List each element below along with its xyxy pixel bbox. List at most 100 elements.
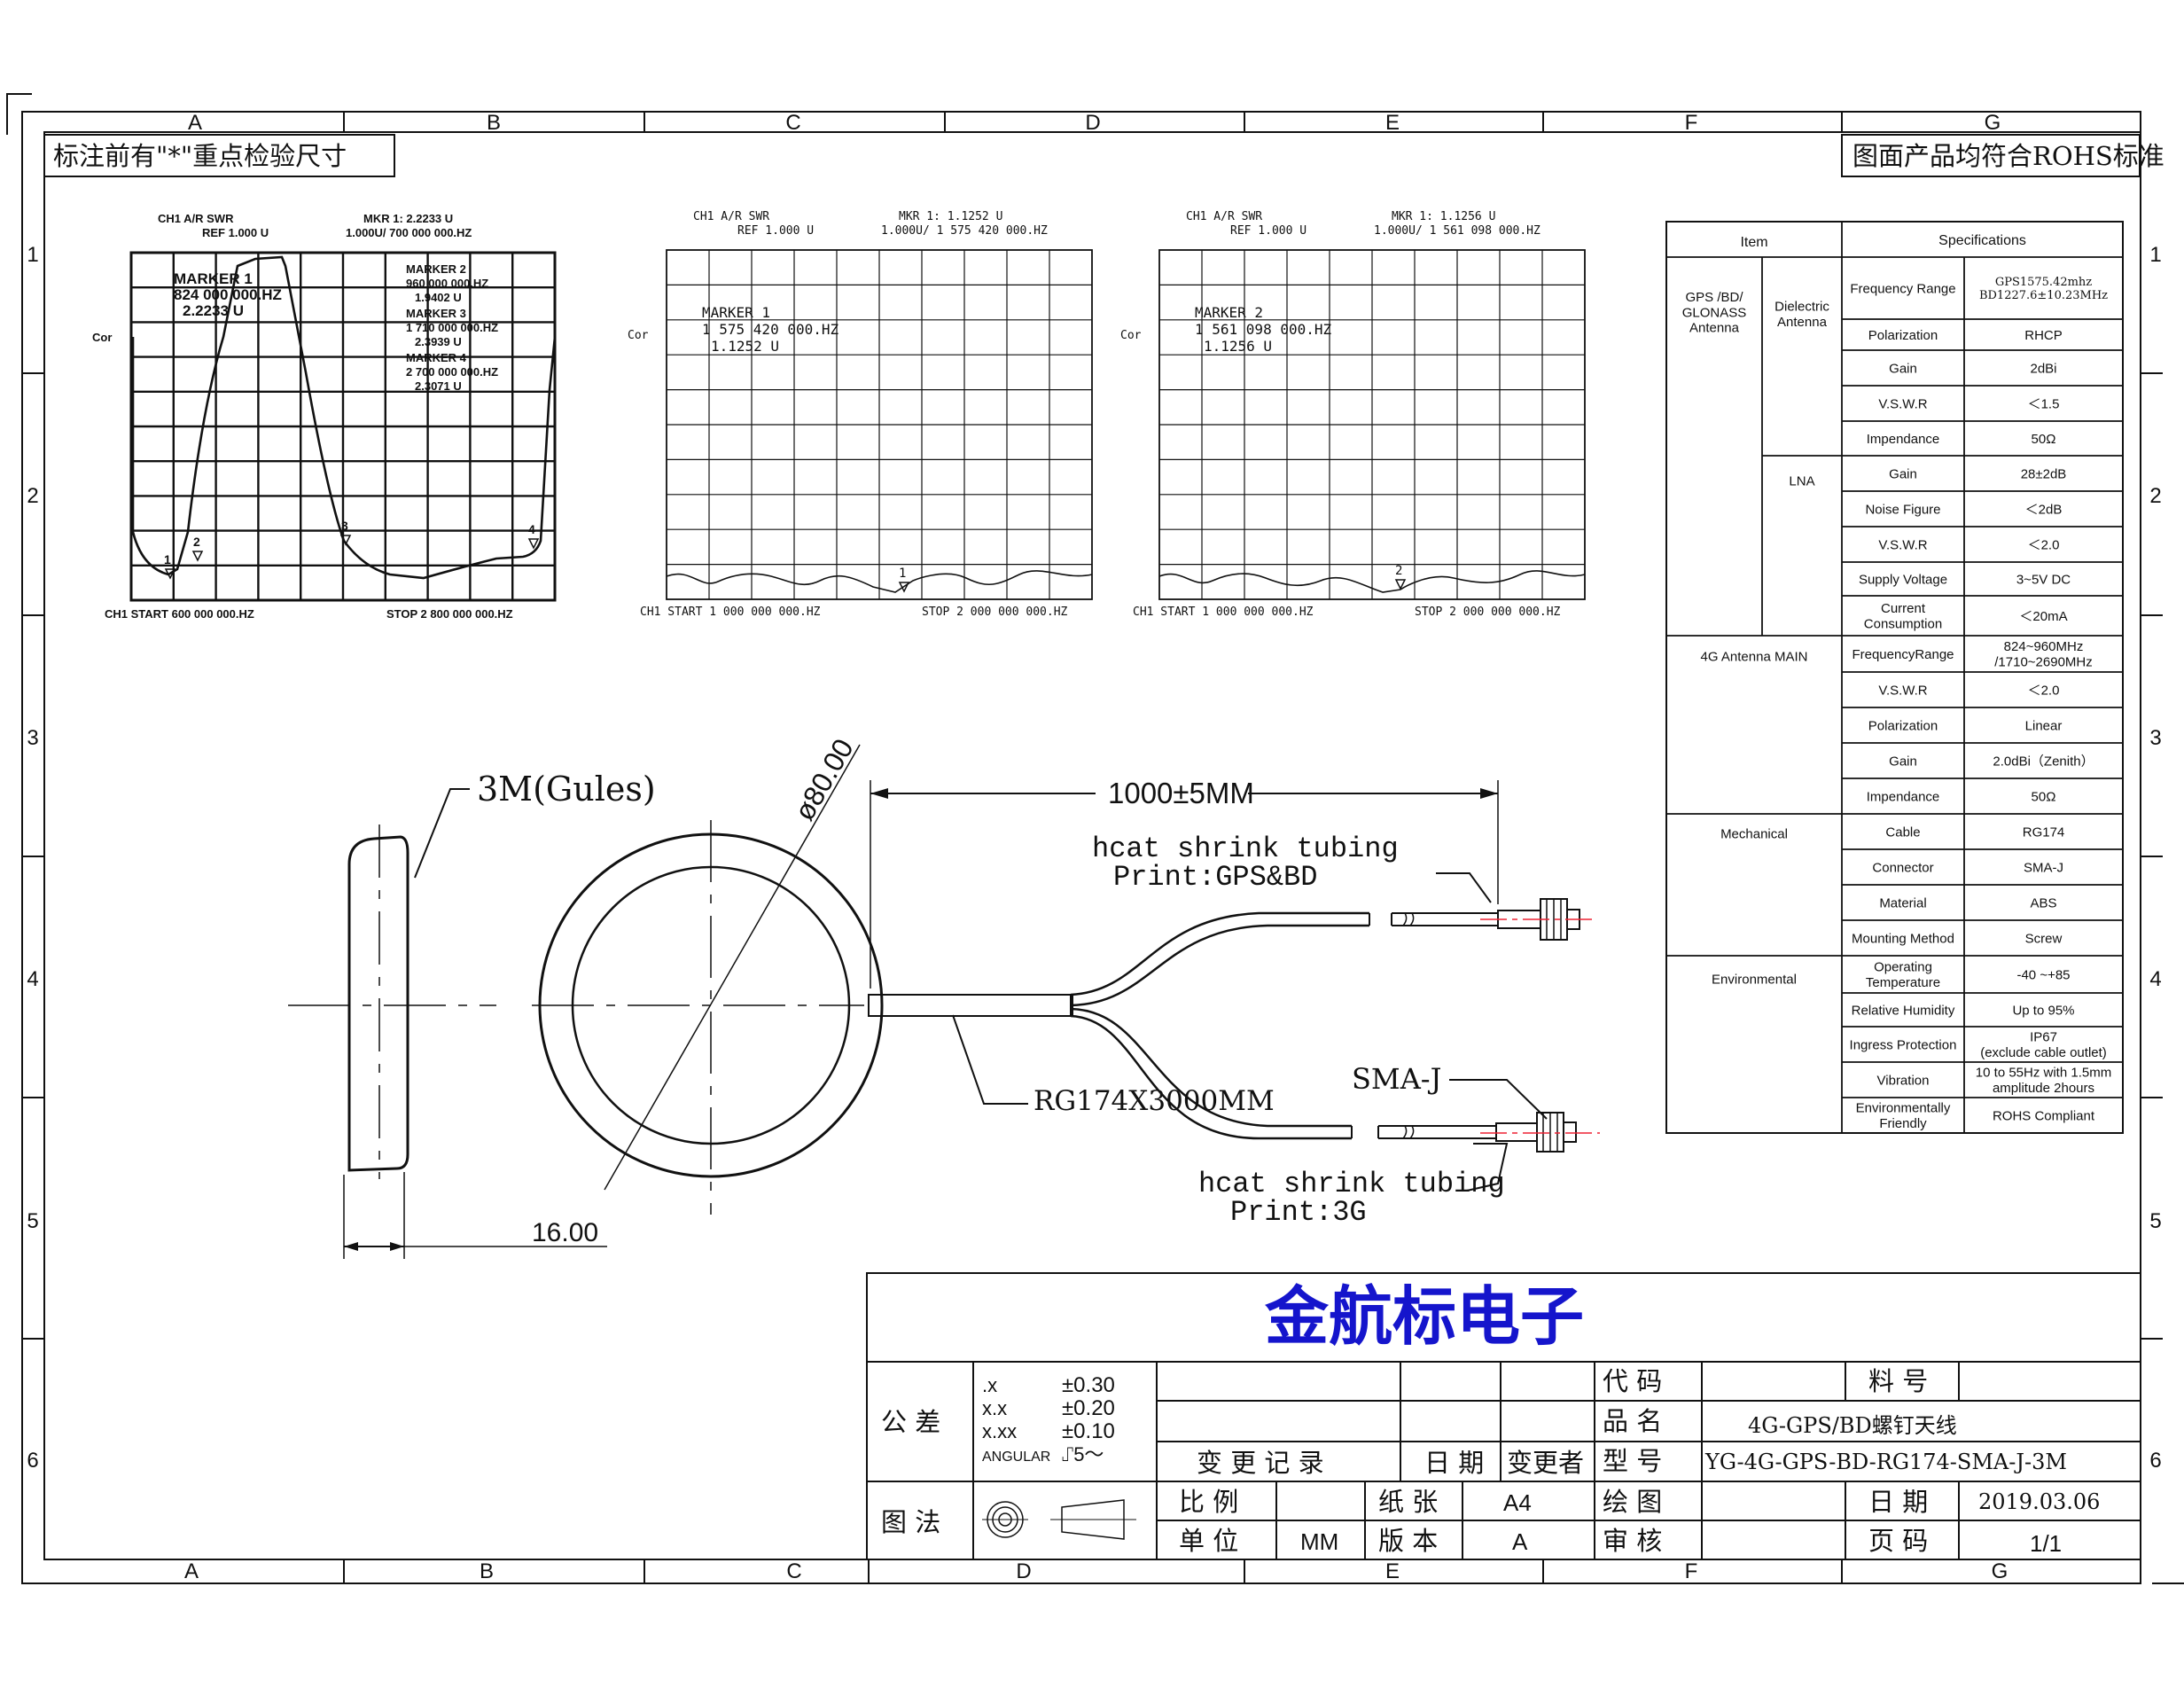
paper-value: A4: [1503, 1489, 1532, 1516]
zone-col-label: A: [184, 1559, 199, 1583]
table-header-specifications: Specifications: [1938, 233, 2026, 248]
zone-row-label: 3: [2149, 726, 2161, 750]
change-record-label: 变 更 记 录: [1197, 1448, 1324, 1478]
spec-row-name: Frequency Range: [1850, 281, 1955, 296]
product-name-value: 4G-GPS/BD螺钉天线: [1748, 1413, 1957, 1438]
spec-row-value: Linear: [2025, 718, 2063, 733]
spec-row-value: 10 to 55Hz with 1.5mm: [1976, 1066, 2111, 1081]
spec-row-value: 28±2dB: [2021, 466, 2067, 481]
thickness-dimension: 16.00: [532, 1218, 598, 1247]
company-name: 金航标电子: [1264, 1282, 1584, 1353]
spec-row-value: ＜20mA: [2019, 609, 2067, 624]
spec-row-name: Friendly: [1879, 1116, 1927, 1131]
spec-row-name: V.S.W.R: [1878, 683, 1927, 698]
plot-header-ref: REF 1.000 U: [737, 224, 814, 238]
marker-point: [898, 582, 910, 593]
zone-row-label: 2: [2149, 484, 2161, 508]
spec-row-value: GPS1575.42mhz: [1995, 276, 2092, 289]
plot-trace: [131, 255, 557, 580]
zone-col-label: D: [1016, 1559, 1031, 1583]
spec-row-value: ＜2.0: [2028, 537, 2060, 552]
spec-row-value: RG174: [2023, 824, 2065, 840]
marker-frequency: 2 700 000 000.HZ: [406, 365, 498, 379]
plot-header-title: CH1 A/R SWR: [1186, 210, 1262, 223]
plot-marker-scale: 1.000U/ 1 561 098 000.HZ: [1374, 224, 1540, 238]
date2-value: 2019.03.06: [1978, 1489, 2100, 1514]
spec-row-value: /1710~2690MHz: [1994, 654, 2093, 669]
unit-label: 单 位: [1179, 1526, 1238, 1556]
spec-row-name: Temperature: [1866, 975, 1940, 990]
date-label: 日 期: [1424, 1448, 1484, 1478]
spec-row-name: Cable: [1885, 824, 1920, 840]
spec-row-value: ABS: [2030, 895, 2056, 910]
code-label: 代 码: [1603, 1366, 1662, 1396]
plot-stop-freq: STOP 2 000 000 000.HZ: [1415, 606, 1561, 619]
material-number-label: 料 号: [1868, 1366, 1928, 1396]
rohs-note: 图面产品均符合ROHS标准: [1852, 141, 2164, 171]
zone-row-label: 2: [27, 484, 38, 508]
marker-value: 2.2233 U: [183, 302, 244, 319]
marker-point: [191, 551, 204, 562]
zone-col-label: B: [487, 111, 501, 135]
marker-value: 1.1256 U: [1204, 338, 1272, 355]
version-value: A: [1512, 1528, 1528, 1555]
plot-start-freq: CH1 START 600 000 000.HZ: [105, 607, 254, 621]
page-label: 页 码: [1868, 1526, 1928, 1556]
plot-header-title: CH1 A/R SWR: [158, 212, 234, 225]
drawn-by-label: 绘 图: [1603, 1487, 1662, 1517]
tol-key: x.xx: [982, 1420, 1017, 1442]
zone-col-label: F: [1685, 1559, 1698, 1583]
plot-header-ref: REF 1.000 U: [1230, 224, 1306, 238]
marker-value: 1.9402 U: [415, 291, 462, 304]
zone-row-label: 5: [2149, 1209, 2161, 1233]
zone-col-label: C: [785, 111, 800, 135]
spec-row-value: Screw: [2025, 931, 2063, 946]
group-environmental: Environmental: [1712, 972, 1797, 987]
plot-side-label: Cor: [628, 329, 649, 342]
marker-label: MARKER 2: [1195, 304, 1263, 321]
zone-row-label: 4: [27, 967, 38, 991]
group-lna: LNA: [1789, 473, 1814, 488]
zone-col-label: D: [1085, 111, 1100, 135]
diameter-dimension: ø80.00: [788, 733, 860, 825]
shrink-tube-top-line2: Print:GPS&BD: [1113, 861, 1317, 894]
shrink-tube-bottom-line1: hcat shrink tubing: [1198, 1168, 1505, 1200]
marker-point-label: 4: [528, 522, 535, 536]
unit-value: MM: [1300, 1528, 1338, 1555]
angular-value: ⑀5〜: [1062, 1443, 1104, 1465]
zone-row-label: 6: [2149, 1449, 2161, 1473]
changer-label: 变更者: [1507, 1448, 1584, 1478]
spec-row-name: Gain: [1889, 466, 1917, 481]
spec-row-name: Polarization: [1868, 328, 1938, 343]
plot-side-label: Cor: [1120, 329, 1142, 342]
zone-col-label: A: [188, 111, 202, 135]
plot-trace: [666, 570, 1093, 593]
cable-length-dimension: 1000±5MM: [1108, 777, 1254, 809]
spec-row-value: amplitude 2hours: [1993, 1081, 2094, 1096]
table-header-item: Item: [1740, 235, 1767, 250]
spec-row-value: RHCP: [2024, 328, 2063, 343]
inspection-note: 标注前有"*"重点检验尺寸: [53, 141, 347, 171]
antenna-side-view: [288, 788, 607, 1259]
marker-value: 2.3071 U: [415, 379, 462, 393]
adhesive-label: 3M(Gules): [477, 770, 656, 809]
spec-row-name: V.S.W.R: [1878, 537, 1927, 552]
marker-label: MARKER 1: [174, 270, 253, 287]
group-dielectric-antenna: Dielectric: [1774, 300, 1829, 315]
rohs-note-box: [1841, 134, 2141, 177]
spec-row-value: ＜1.5: [2028, 396, 2060, 411]
spec-row-value: 824~960MHz: [2004, 639, 2084, 654]
spec-row-name: Consumption: [1864, 616, 1942, 631]
zone-row-label: 5: [27, 1209, 38, 1233]
marker-frequency: 1 710 000 000.HZ: [406, 321, 498, 334]
spec-row-value: 2dBi: [2030, 361, 2056, 376]
spec-row-value: BD1227.6±10.23MHz: [1979, 289, 2108, 302]
group-mechanical: Mechanical: [1720, 826, 1788, 841]
tol-value: ±0.20: [1062, 1396, 1115, 1420]
tol-value: ±0.10: [1062, 1419, 1115, 1443]
plot-header-ref: REF 1.000 U: [202, 226, 269, 239]
tolerance-label: 公 差: [881, 1407, 940, 1437]
